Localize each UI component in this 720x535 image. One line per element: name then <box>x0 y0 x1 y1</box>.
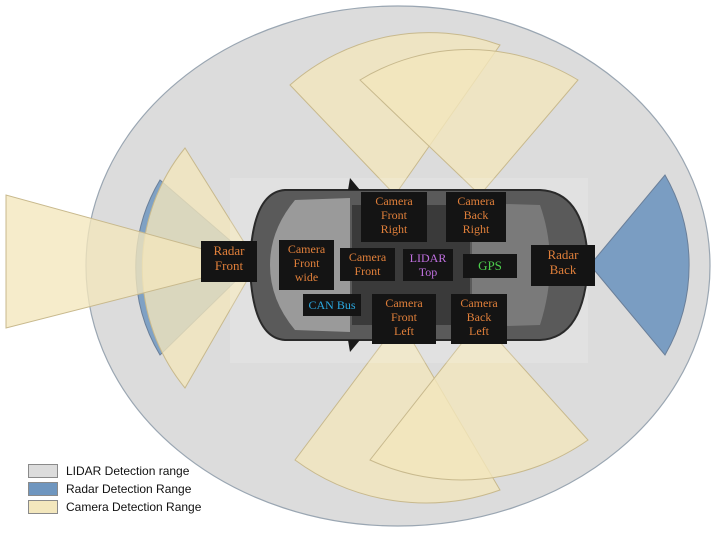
legend-label-radar: Radar Detection Range <box>66 482 192 496</box>
legend-item-radar: Radar Detection Range <box>28 480 201 498</box>
label-camera-front-left-line1: Camera <box>385 296 423 310</box>
label-camera-back-right-line3: Right <box>462 222 490 236</box>
label-can-bus: CAN Bus <box>303 294 361 316</box>
label-camera-back-left-line3: Left <box>469 324 489 338</box>
label-camera-front-right: Camera Front Right <box>361 192 427 242</box>
label-camera-front-right-line1: Camera <box>375 194 413 208</box>
legend-item-camera: Camera Detection Range <box>28 498 201 516</box>
label-lidar-top-line1: LIDAR <box>409 251 447 265</box>
label-camera-back-right-line1: Camera <box>457 194 495 208</box>
label-camera-front-line2: Front <box>354 264 381 278</box>
label-camera-front-left-line2: Front <box>390 310 417 324</box>
label-lidar-top-line2: Top <box>418 265 438 279</box>
label-camera-front: Camera Front <box>340 248 395 281</box>
label-camera-front-right-line3: Right <box>380 222 408 236</box>
legend-item-lidar: LIDAR Detection range <box>28 462 201 480</box>
label-camera-front-wide-line2: Front <box>293 256 320 270</box>
label-radar-front: Radar Front <box>201 241 257 282</box>
label-camera-back-right: Camera Back Right <box>446 192 506 242</box>
label-radar-back-line2: Back <box>549 262 577 277</box>
label-lidar-top: LIDAR Top <box>403 249 453 281</box>
legend-label-camera: Camera Detection Range <box>66 500 202 514</box>
label-camera-front-left: Camera Front Left <box>372 294 436 344</box>
label-gps: GPS <box>463 254 517 278</box>
legend-swatch-camera <box>28 500 58 514</box>
label-camera-front-line1: Camera <box>348 250 387 264</box>
camera-range-back-left <box>369 319 589 481</box>
label-camera-back-left: Camera Back Left <box>451 294 507 344</box>
label-camera-front-wide-line3: wide <box>294 270 319 284</box>
label-camera-back-left-line2: Back <box>466 310 492 324</box>
label-radar-front-line1: Radar <box>213 243 245 258</box>
label-radar-front-line2: Front <box>214 258 244 273</box>
radar-range-back <box>589 174 690 356</box>
camera-range-back-right <box>359 49 579 196</box>
label-camera-front-right-line2: Front <box>380 208 407 222</box>
label-camera-back-left-line1: Camera <box>460 296 498 310</box>
label-camera-front-wide: Camera Front wide <box>279 240 334 290</box>
label-can-bus-text: CAN Bus <box>308 298 356 312</box>
label-radar-back-line1: Radar <box>547 247 579 262</box>
label-camera-back-right-line2: Back <box>463 208 489 222</box>
label-radar-back: Radar Back <box>531 245 595 286</box>
legend-label-lidar: LIDAR Detection range <box>66 464 190 478</box>
label-gps-text: GPS <box>478 258 502 273</box>
legend-swatch-lidar <box>28 464 58 478</box>
legend: LIDAR Detection range Radar Detection Ra… <box>28 462 201 516</box>
legend-swatch-radar <box>28 482 58 496</box>
camera-range-front-narrow <box>5 194 259 329</box>
label-camera-front-left-line3: Left <box>394 324 414 338</box>
label-camera-front-wide-line1: Camera <box>287 242 326 256</box>
